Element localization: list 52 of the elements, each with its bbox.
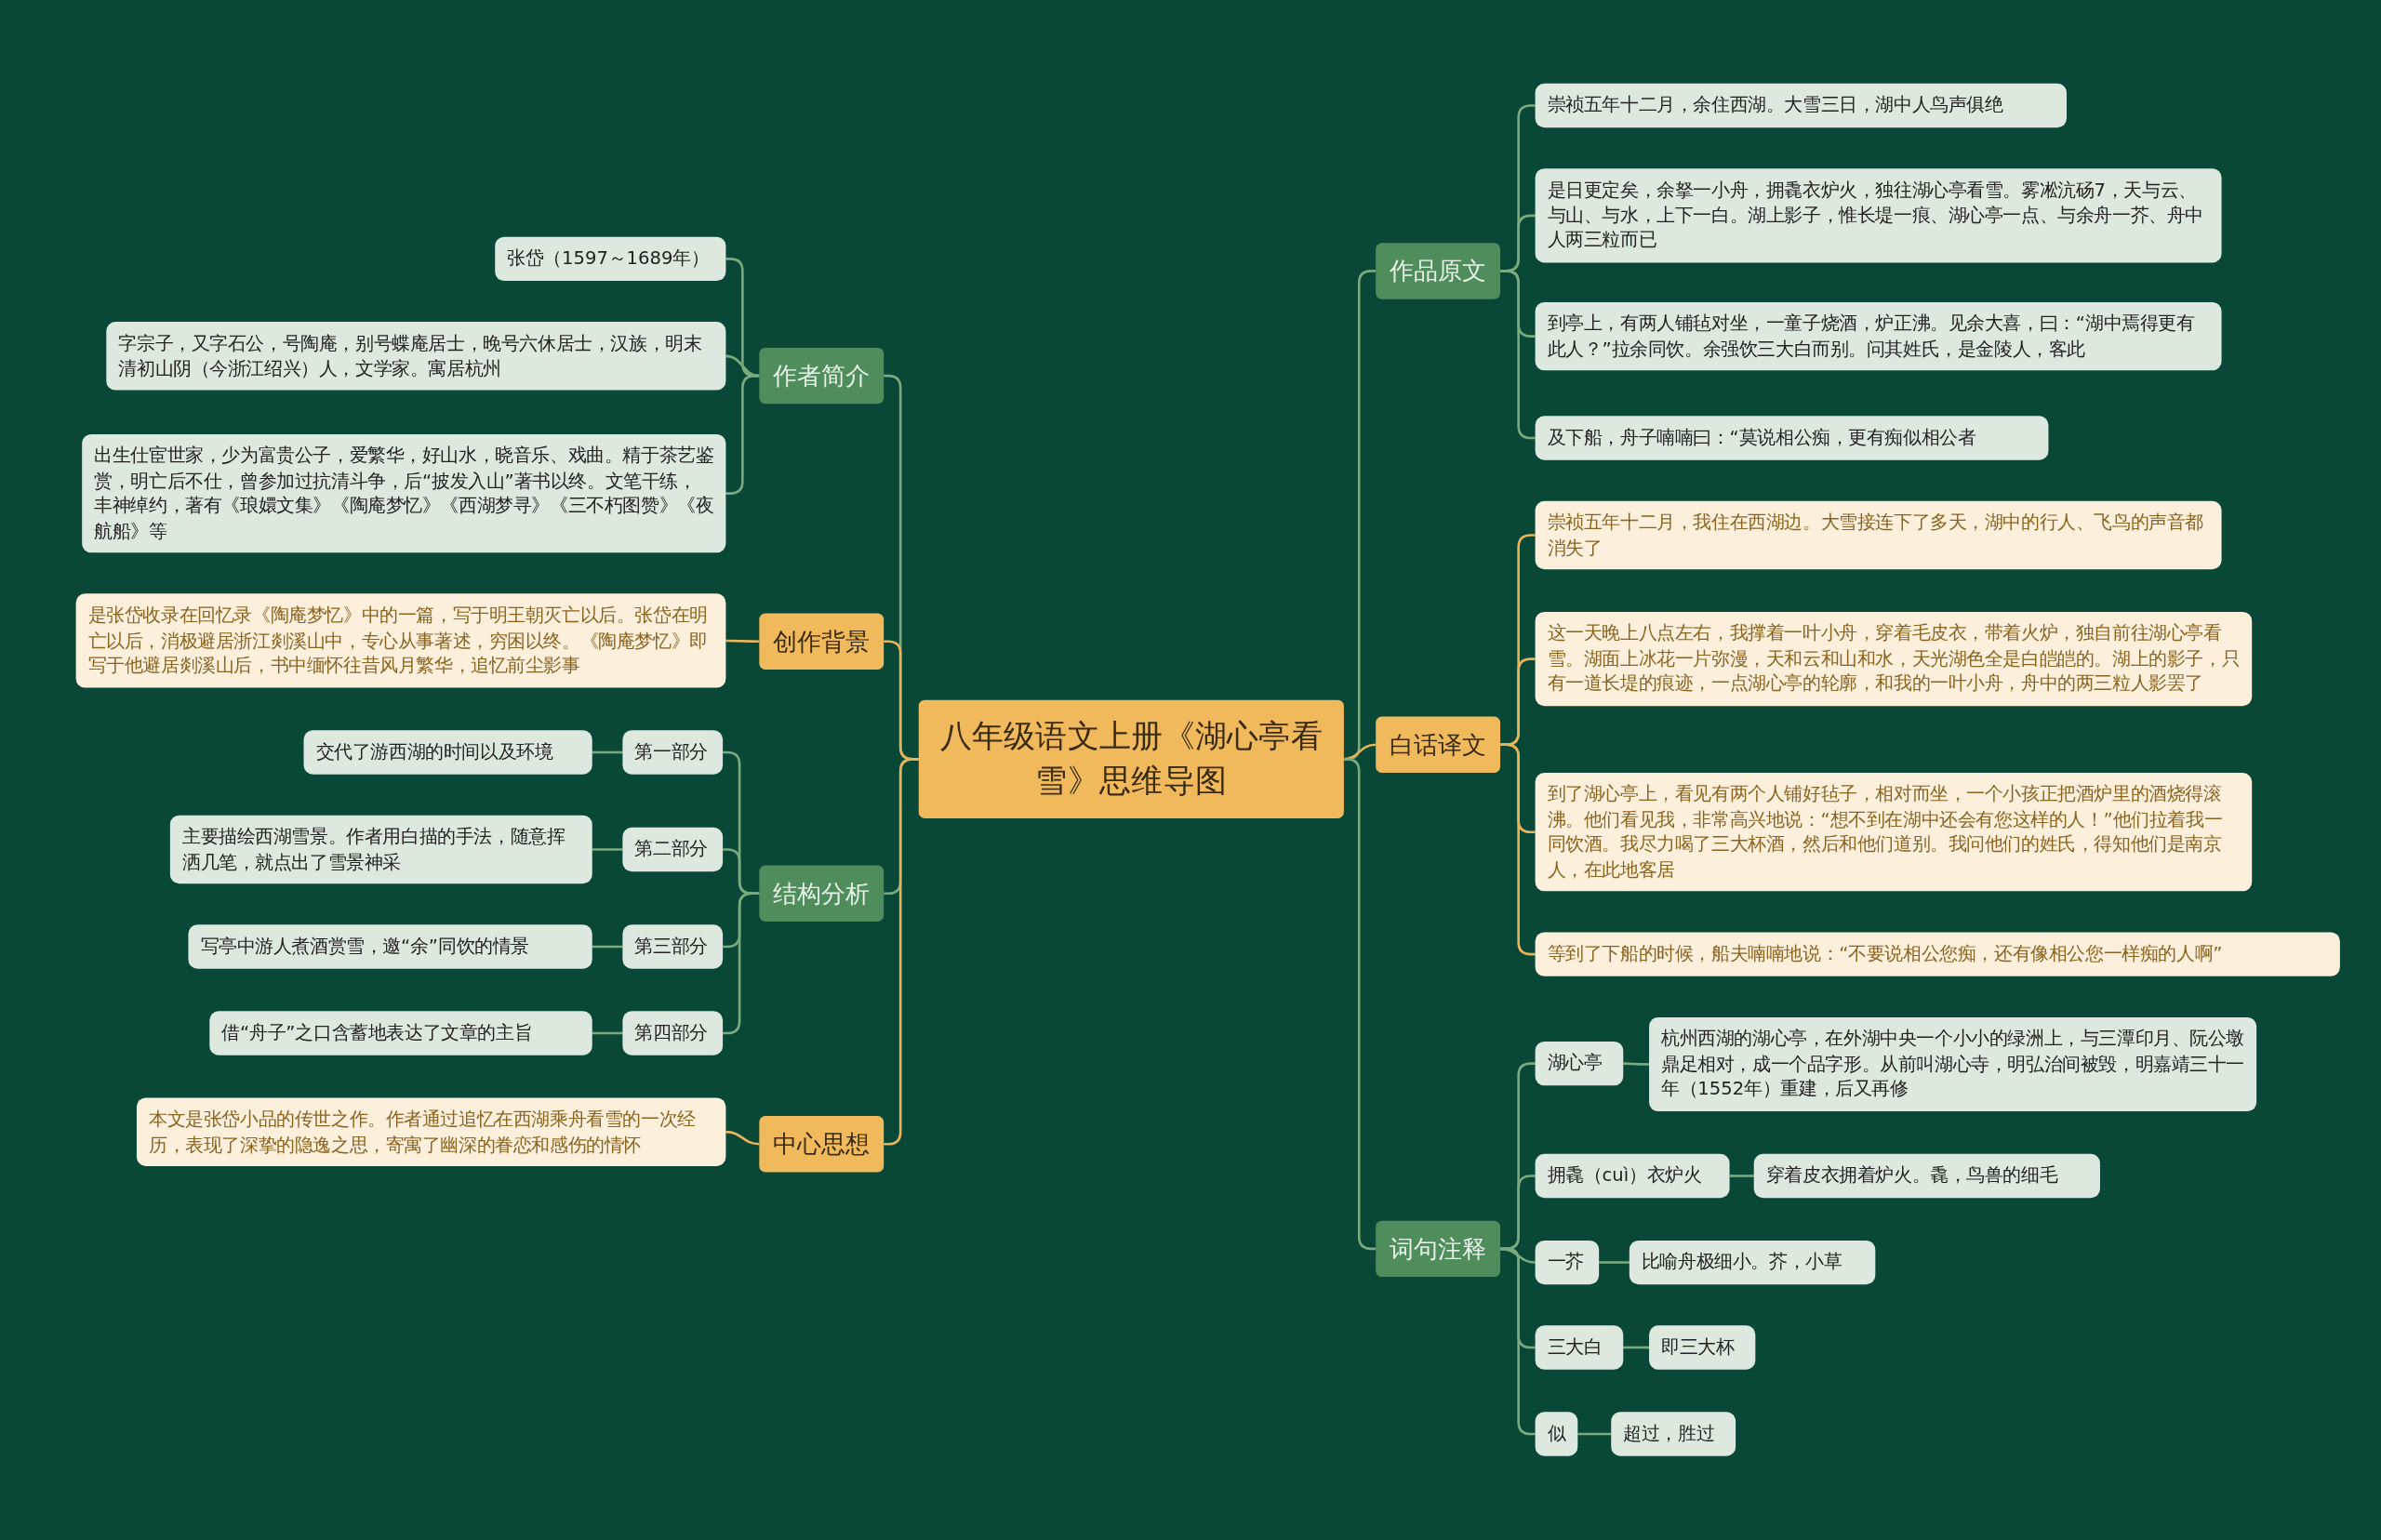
subtopic-box: 第四部分 — [622, 1011, 724, 1055]
connector-line — [725, 1130, 760, 1146]
subtopic-box: 拥毳（cuì）衣炉火 — [1535, 1153, 1730, 1198]
subtopic-box: 写亭中游人煮酒赏雪，邀“余”同饮的情景 — [188, 924, 592, 968]
branch-topic-box: 作者简介 — [759, 347, 885, 405]
connector-line — [1623, 1346, 1650, 1349]
connector-line — [725, 639, 760, 644]
subtopic-box: 张岱（1597～1689年） — [495, 236, 726, 281]
central-topic-box: 八年级语文上册《湖心亭看雪》思维导图 — [918, 699, 1344, 818]
subtopic-box: 即三大杯 — [1649, 1325, 1756, 1369]
connector-line — [1623, 1062, 1650, 1066]
subtopic-box: 交代了游西湖的时间以及环境 — [303, 730, 592, 774]
subtopic-box: 比喻舟极细小。芥，小草 — [1629, 1240, 1876, 1284]
subtopic-box: 字宗子，又字石公，号陶庵，别号蝶庵居士，晚号六休居士，汉族，明末清初山阴（今浙江绍兴）人，文学家。寓居杭州 — [106, 322, 726, 391]
subtopic-box: 超过，胜过 — [1611, 1412, 1736, 1455]
connector-line — [592, 750, 623, 754]
branch-topic-box: 作品原文 — [1376, 243, 1501, 299]
subtopic-box: 第二部分 — [622, 827, 724, 871]
connector-line — [1729, 1175, 1754, 1177]
subtopic-box: 这一天晚上八点左右，我撑着一叶小舟，穿着毛皮衣，带着火炉，独自前往湖心亭看雪。湖面上冰花一片弥漫，天和云和山和水，天光湖色全是白皑皑的。湖上的影子，只有一道长堤的痕迹，一点湖心亭的轮廓，和我的一叶小舟，舟中的两三粒人影罢了 — [1535, 611, 2253, 706]
subtopic-box: 杭州西湖的湖心亭，在外湖中央一个小小的绿洲上，与三潭印月、阮公墩鼎足相对，成一个品字形。从前叫湖心寺，明弘治间被毁，明嘉靖三十一年（1552年）重建，后又再修 — [1649, 1016, 2257, 1111]
subtopic-box: 一芥 — [1535, 1240, 1600, 1284]
subtopic-box: 第一部分 — [622, 730, 724, 774]
connector-line — [592, 945, 623, 949]
connector-line — [1599, 1261, 1629, 1264]
branch-topic-box: 词句注释 — [1376, 1220, 1501, 1278]
subtopic-box: 等到了下船的时候，船夫喃喃地说：“不要说相公您痴，还有像相公您一样痴的人啊” — [1535, 932, 2340, 976]
connector-line — [592, 848, 623, 851]
subtopic-box: 崇祯五年十二月，我住在西湖边。大雪接连下了多天，湖中的行人、飞鸟的声音都消失了 — [1535, 500, 2222, 570]
subtopic-box: 及下船，舟子喃喃曰：“莫说相公痴，更有痴似相公者 — [1535, 416, 2049, 459]
subtopic-box: 是日更定矣，余拏一小舟，拥毳衣炉火，独往湖心亭看雪。雾凇沆砀7，天与云、与山、与水，上下一白。湖上影子，惟长堤一痕、湖心亭一点、与余舟一芥、舟中人两三粒而已 — [1535, 168, 2222, 262]
subtopic-box: 湖心亭 — [1535, 1042, 1624, 1085]
branch-topic-box: 创作背景 — [759, 613, 885, 670]
subtopic-box: 穿着皮衣拥着炉火。毳，鸟兽的细毛 — [1753, 1153, 2100, 1198]
subtopic-box: 是张岱收录在回忆录《陶庵梦忆》中的一篇，写于明王朝灭亡以后。张岱在明亡以后，消极避居浙江剡溪山中，专心从事著述，穷困以终。《陶庵梦忆》即写于他避居剡溪山后，书中缅怀往昔风月繁华，追忆前尘影事 — [75, 593, 726, 687]
subtopic-box: 崇祯五年十二月，余住西湖。大雪三日，湖中人鸟声俱绝 — [1535, 83, 2068, 127]
branch-topic-box: 白话译文 — [1376, 716, 1501, 773]
subtopic-box: 第三部分 — [622, 924, 724, 968]
connector-line — [1577, 1432, 1612, 1436]
subtopic-box: 主要描绘西湖雪景。作者用白描的手法，随意挥洒几笔，就点出了雪景神采 — [169, 815, 592, 884]
subtopic-box: 到了湖心亭上，看见有两个人铺好毡子，相对而坐，一个小孩正把酒炉里的酒烧得滚沸。他们看见我，非常高兴地说：“想不到在湖中还会有您这样的人！”他们拉着我一同饮酒。我尽力喝了三大杯酒，然后和他们道别。我问他们的姓氏，得知他们是南京人，在此地客居 — [1535, 773, 2253, 892]
subtopic-box: 似 — [1535, 1412, 1578, 1455]
connector-line — [592, 1031, 623, 1035]
connector-line — [1500, 1247, 1536, 1436]
subtopic-box: 到亭上，有两人铺毡对坐，一童子烧酒，炉正沸。见余大喜，曰：“湖中焉得更有此人？”拉余同饮。余强饮三大白而别。问其姓氏，是金陵人，客此 — [1535, 301, 2222, 371]
subtopic-box: 出生仕宦世家，少为富贵公子，爱繁华，好山水，晓音乐、戏曲。精于茶艺鉴赏，明亡后不仕，曾参加过抗清斗争，后“披发入山”著书以终。文笔干练，丰神绰约，著有《琅嬛文集》《陶庵梦忆》《西湖梦寻》《三不朽图赞》《夜航船》等 — [82, 433, 726, 553]
branch-topic-box: 结构分析 — [759, 865, 885, 922]
branch-topic-box: 中心思想 — [759, 1116, 885, 1173]
connector-line — [725, 354, 760, 378]
subtopic-box: 本文是张岱小品的传世之作。作者通过追忆在西湖乘舟看雪的一次经历，表现了深挚的隐逸之思，寄寓了幽深的眷恋和感伤的情怀 — [136, 1097, 726, 1166]
subtopic-box: 三大白 — [1535, 1325, 1624, 1369]
subtopic-box: 借“舟子”之口含蓄地表达了文章的主旨 — [209, 1011, 592, 1055]
